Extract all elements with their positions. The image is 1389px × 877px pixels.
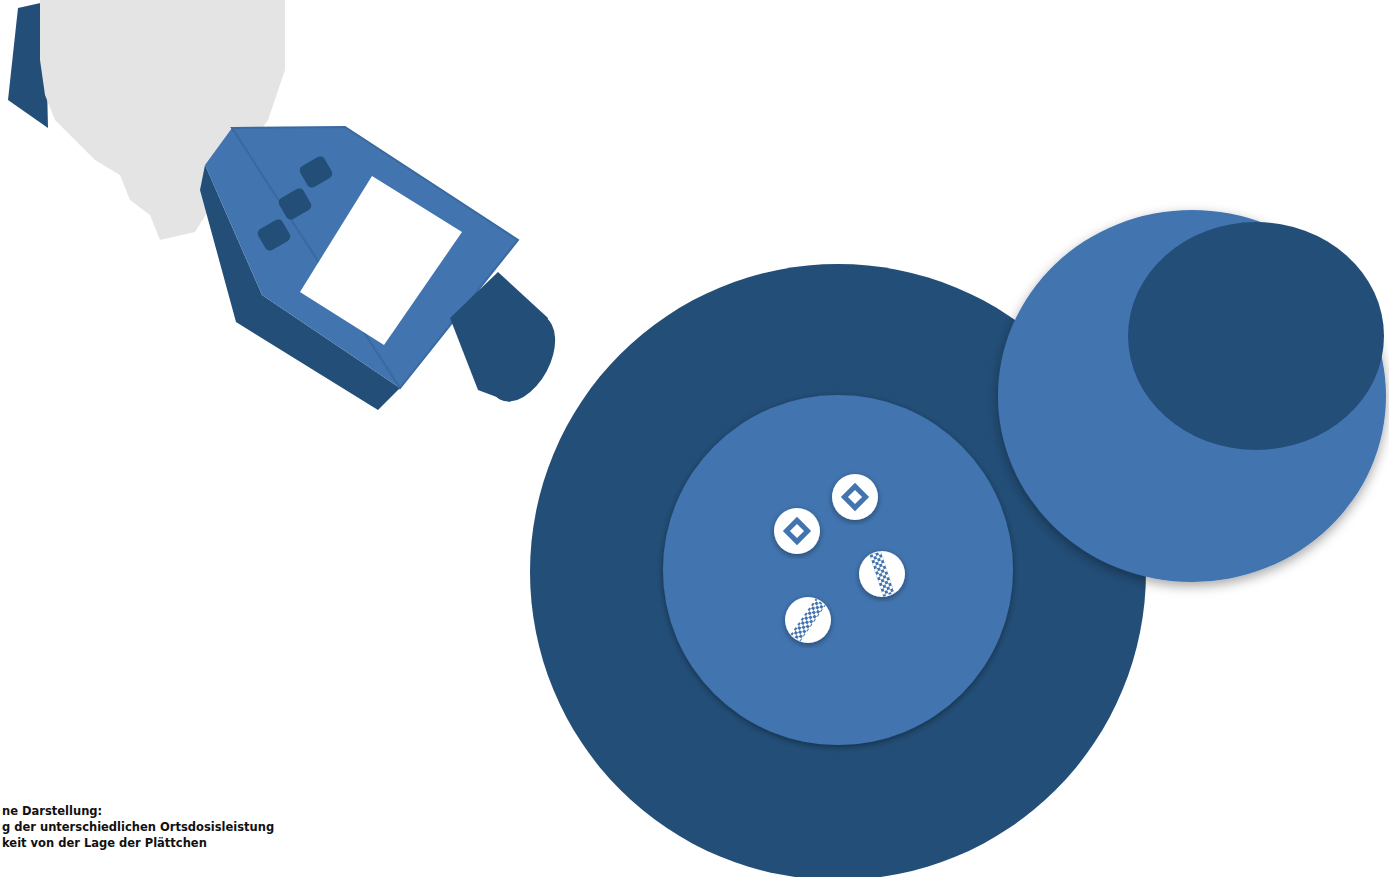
meter-screen [300, 176, 462, 345]
caption-line: g der unterschiedlichen Ortsdosisleistun… [2, 819, 274, 835]
meter-button [256, 218, 292, 253]
pellet [785, 597, 831, 643]
caption-line: keit von der Lage der Plättchen [2, 835, 274, 851]
meter-button [298, 155, 334, 190]
pellet [774, 508, 820, 554]
lid-opening [1128, 222, 1384, 450]
meter-button [277, 187, 313, 222]
container-lid [998, 210, 1386, 582]
container-inner [663, 395, 1013, 745]
meter-probe-cap [475, 303, 569, 412]
caption-line: ne Darstellung: [2, 803, 274, 819]
caption-block: ne Darstellung:g der unterschiedlichen O… [2, 803, 274, 851]
pellet [832, 474, 878, 520]
pellet [859, 551, 905, 597]
